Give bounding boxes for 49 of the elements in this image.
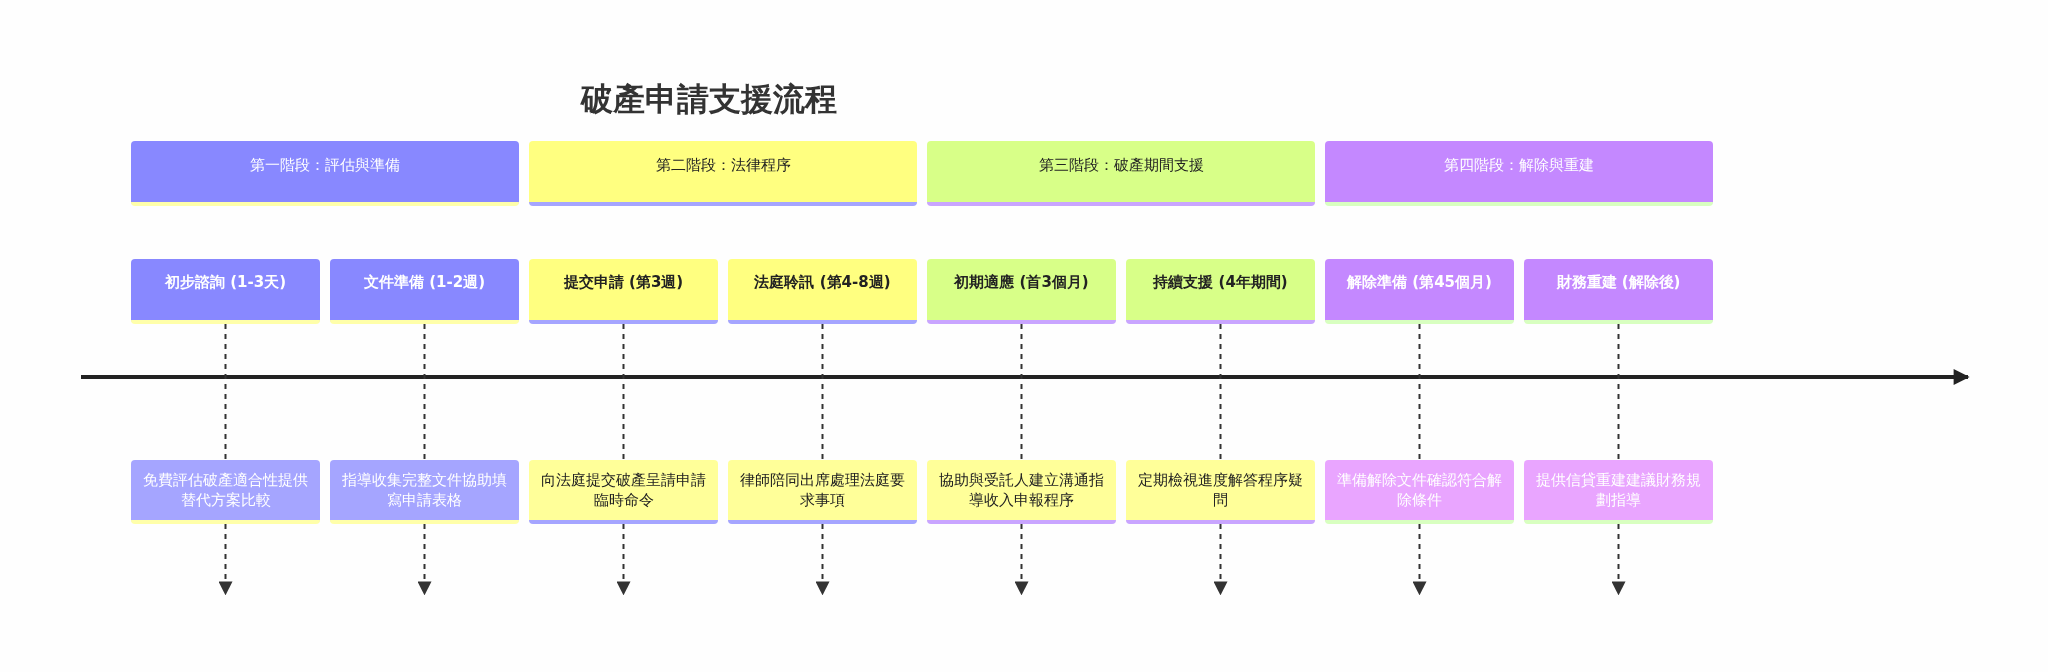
step-label: 文件準備 (1-2週) — [363, 272, 485, 292]
step-box — [330, 259, 519, 324]
step-box — [529, 259, 718, 324]
phase-label: 第四階段：解除與重建 — [1444, 155, 1594, 175]
detail-text: 指導收集完整文件協助填寫申請表格 — [342, 470, 507, 510]
step-box — [927, 259, 1116, 324]
detail-text: 定期檢視進度解答程序疑問 — [1138, 470, 1303, 510]
detail-box — [529, 460, 718, 524]
diagram-title: 破產申請支援流程 — [579, 79, 838, 120]
dashed-arrow — [1412, 523, 1427, 596]
dashed-arrow — [1611, 523, 1626, 596]
detail-box — [1126, 460, 1315, 524]
dashed-arrow — [815, 523, 830, 596]
phase-label: 第二階段：法律程序 — [655, 155, 791, 175]
detail-text: 協助與受託人建立溝通指導收入申報程序 — [939, 470, 1104, 510]
detail-box — [131, 460, 320, 524]
detail-box — [1524, 460, 1713, 524]
phase-box — [927, 141, 1315, 206]
detail-text: 提供信貸重建建議財務規劃指導 — [1536, 470, 1701, 510]
detail-box — [728, 460, 917, 524]
phase-label: 第三階段：破產期間支援 — [1038, 155, 1204, 175]
phase-box — [529, 141, 917, 206]
dashed-arrow — [417, 523, 432, 596]
detail-box — [927, 460, 1116, 524]
step-label: 解除準備 (第45個月) — [1347, 272, 1492, 292]
step-label: 提交申請 (第3週) — [563, 272, 684, 292]
dashed-arrow — [1014, 523, 1029, 596]
dashed-arrow — [616, 523, 631, 596]
step-box — [728, 259, 917, 324]
step-box — [1325, 259, 1514, 324]
phase-label: 第一階段：評估與準備 — [250, 155, 400, 175]
dashed-arrow — [218, 523, 233, 596]
phase-box — [1325, 141, 1713, 206]
step-label: 財務重建 (解除後) — [1556, 272, 1681, 292]
detail-text: 律師陪同出席處理法庭要求事項 — [740, 470, 905, 510]
step-label: 持續支援 (4年期間) — [1153, 272, 1288, 292]
step-box — [131, 259, 320, 324]
step-box — [1126, 259, 1315, 324]
detail-text: 免費評估破產適合性提供替代方案比較 — [143, 470, 308, 510]
step-label: 初期適應 (首3個月) — [954, 272, 1089, 292]
detail-box — [1325, 460, 1514, 524]
step-label: 法庭聆訊 (第4-8週) — [754, 272, 891, 292]
detail-box — [330, 460, 519, 524]
step-box — [1524, 259, 1713, 324]
step-label: 初步諮詢 (1-3天) — [164, 272, 286, 292]
dashed-arrow — [1213, 523, 1228, 596]
phase-box — [131, 141, 519, 206]
detail-text: 向法庭提交破產呈請申請臨時命令 — [541, 470, 706, 510]
detail-text: 準備解除文件確認符合解除條件 — [1337, 470, 1502, 510]
